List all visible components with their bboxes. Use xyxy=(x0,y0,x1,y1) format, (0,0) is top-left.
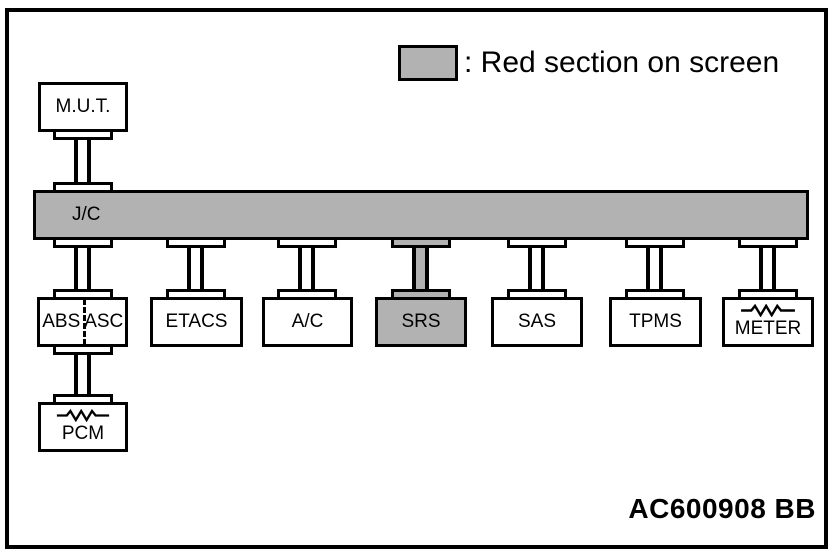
figure-code: AC600908 BB xyxy=(628,493,816,524)
node-box-mut: M.U.T. xyxy=(38,82,128,132)
node-box-pcm: PCM xyxy=(38,402,128,452)
junction-connector-label: J/C xyxy=(72,204,101,225)
connector-stem xyxy=(759,246,776,293)
node-label-meter: METER xyxy=(734,318,802,339)
junction-connector-bar: J/C xyxy=(33,190,809,240)
node-label-pcm: PCM xyxy=(61,423,105,444)
node-label-srs: SRS xyxy=(401,311,441,332)
connector-stem xyxy=(74,353,91,397)
node-box-abs-asc: ABS ASC xyxy=(37,297,128,347)
connector-stem xyxy=(74,246,91,293)
connector-stem-highlighted xyxy=(412,246,429,293)
connector-stem xyxy=(298,246,315,293)
red-section-swatch xyxy=(398,45,458,81)
node-label-asc: ASC xyxy=(84,311,124,332)
connector-tab xyxy=(738,237,798,248)
connector-tab xyxy=(166,237,226,248)
connector-tab xyxy=(277,237,337,248)
resistor-icon xyxy=(56,409,110,422)
connector-tab xyxy=(507,237,567,248)
abs-asc-divider xyxy=(83,299,86,345)
resistor-icon xyxy=(741,304,795,317)
node-box-meter: METER xyxy=(722,297,814,347)
legend: : Red section on screen xyxy=(398,45,779,81)
connector-tab xyxy=(625,237,685,248)
node-label-etacs: ETACS xyxy=(165,311,228,332)
node-box-tpms: TPMS xyxy=(609,297,702,347)
node-box-srs: SRS xyxy=(375,297,467,347)
connector-stem xyxy=(74,138,91,184)
node-label-tpms: TPMS xyxy=(629,311,682,332)
node-label-sas: SAS xyxy=(517,311,557,332)
node-label-abs: ABS xyxy=(42,311,81,332)
connector-stem xyxy=(528,246,545,293)
legend-label: : Red section on screen xyxy=(464,46,780,79)
node-label-mut: M.U.T. xyxy=(55,96,111,117)
node-box-etacs: ETACS xyxy=(150,297,243,347)
connector-stem xyxy=(646,246,663,293)
connector-tab xyxy=(53,237,113,248)
node-label-ac: A/C xyxy=(291,311,324,332)
diagram-frame xyxy=(5,8,828,549)
connector-tab-highlighted xyxy=(391,237,451,248)
connector-tab xyxy=(53,182,113,193)
node-box-sas: SAS xyxy=(491,297,583,347)
node-box-ac: A/C xyxy=(262,297,353,347)
connector-stem xyxy=(187,246,204,293)
